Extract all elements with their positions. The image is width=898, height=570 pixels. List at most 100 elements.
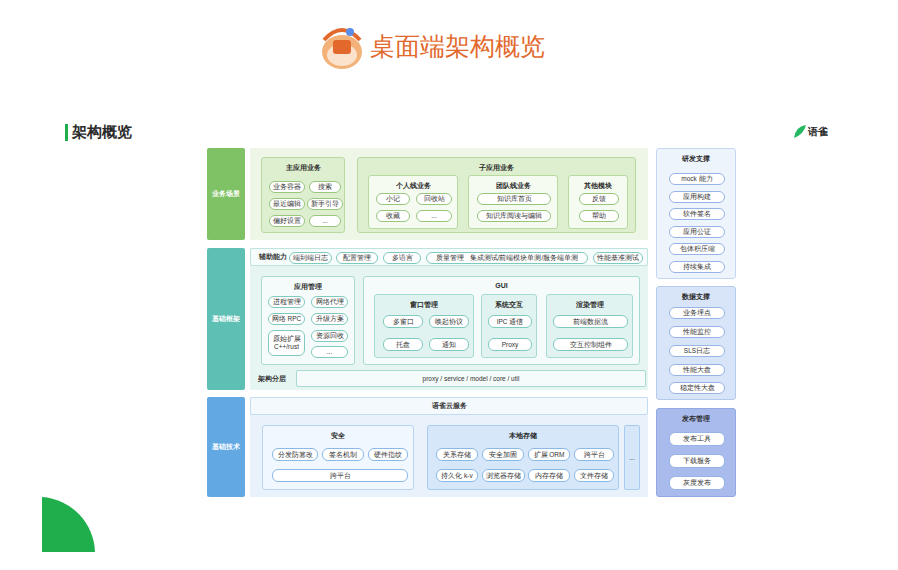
node-text: ... bbox=[322, 217, 327, 225]
node-text: 业务场景 bbox=[212, 189, 240, 199]
panel-heading: 主应用业务 bbox=[262, 163, 344, 173]
item-chip: 稳定性大盘 bbox=[669, 382, 725, 394]
node-text: 回收站 bbox=[424, 195, 445, 203]
item-chip: 升级方案 bbox=[311, 313, 348, 325]
node-text: 浏览器存储 bbox=[486, 472, 521, 480]
node-text: 发布工具 bbox=[683, 435, 711, 443]
node-text: 硬件指纹 bbox=[374, 451, 402, 459]
panel-heading: 个人线业务 bbox=[369, 181, 457, 191]
item-chip: 分发防篡改 bbox=[272, 448, 318, 461]
panel-heading: 其他模块 bbox=[569, 181, 627, 191]
item-chip: 浏览器存储 bbox=[482, 469, 525, 482]
module-panel: 本地存储关系存储安全加固扩展 ORM跨平台持久化 k-v浏览器存储内存存储文件存… bbox=[427, 425, 619, 490]
node-text: 包体积压缩 bbox=[680, 245, 715, 253]
node-text: 业务埋点 bbox=[683, 309, 711, 317]
item-chip: ... bbox=[311, 346, 348, 358]
node-text: Proxy bbox=[502, 341, 519, 349]
item-chip: 通知 bbox=[429, 338, 469, 351]
item-chip: 反馈 bbox=[579, 193, 619, 205]
layer-band: 基础技术 bbox=[207, 397, 245, 497]
node-text: 最近编辑 bbox=[273, 200, 301, 208]
node-text: 反馈 bbox=[592, 195, 606, 203]
node-text: IPC 通信 bbox=[497, 318, 524, 326]
node-text: ... bbox=[431, 212, 436, 220]
node-text: 关系存储 bbox=[443, 451, 471, 459]
item-chip: 灰度发布 bbox=[669, 476, 725, 490]
node-text: 唤起协议 bbox=[435, 318, 463, 326]
node-text: 知识库首页 bbox=[497, 195, 532, 203]
node-text: 多窗口 bbox=[393, 318, 414, 326]
module-panel: 发布管理发布工具下载服务灰度发布 bbox=[656, 408, 736, 497]
node-text: 网络 RPC bbox=[272, 315, 302, 323]
node-text: 知识库阅读与编辑 bbox=[486, 212, 542, 220]
bar-box: 架构分层 proxy / service / model / core / uti… bbox=[258, 370, 646, 387]
item-chip: 托盘 bbox=[383, 338, 423, 351]
node-text: 质量管理 bbox=[436, 254, 464, 262]
corner-decoration bbox=[42, 497, 95, 552]
node-text: 文件存储 bbox=[580, 472, 608, 480]
item-chip: ... bbox=[309, 215, 341, 227]
item-chip: 收藏 bbox=[376, 210, 410, 222]
node-text: 安全加固 bbox=[489, 451, 517, 459]
module-panel: 安全分发防篡改签名机制硬件指纹跨平台 bbox=[262, 425, 414, 490]
node-text: 进程管理 bbox=[273, 298, 301, 306]
item-chip: 多语言 bbox=[383, 252, 421, 264]
item-chip: ... bbox=[416, 210, 452, 222]
item-chip: 网络 RPC bbox=[268, 313, 306, 325]
node-text: 收藏 bbox=[386, 212, 400, 220]
item-chip: 安全加固 bbox=[482, 448, 524, 461]
item-chip: 唤起协议 bbox=[429, 315, 469, 328]
panel-heading: 团队线业务 bbox=[469, 181, 557, 191]
node-text: SLS日志 bbox=[684, 347, 710, 355]
module-panel: 个人线业务小记 回收站收藏... bbox=[368, 175, 458, 229]
node-text: 原始扩展 C++/rust bbox=[269, 335, 304, 351]
item-chip: 小记 bbox=[376, 193, 410, 205]
item-chip: 网络代理 bbox=[311, 296, 348, 308]
layer-band: 业务场景 bbox=[207, 148, 245, 240]
node-text: 端到端日志 bbox=[293, 254, 328, 262]
layer-label: 架构分层 bbox=[258, 374, 296, 384]
item-chip: 性能大盘 bbox=[669, 364, 725, 376]
module-panel: 渲染管理前端数据流交互控制组件 bbox=[546, 294, 633, 358]
module-panel: 子应用业务个人线业务小记回收站收藏...团队线业务知识库首页知识库阅读与编辑其他… bbox=[357, 157, 636, 233]
node-text: 持久化 k-v bbox=[441, 472, 472, 480]
node-text: 集成测试/前端模块单测/服务端单测 bbox=[470, 254, 579, 262]
node-text: 帮助 bbox=[592, 212, 606, 220]
node-text: 应用构建 bbox=[683, 193, 711, 201]
panel-heading: 渲染管理 bbox=[547, 300, 632, 310]
node-text: 扩展 ORM bbox=[534, 451, 565, 459]
item-chip: 资源回收 bbox=[311, 330, 348, 342]
panel-heading: 数据支撑 bbox=[657, 292, 735, 302]
label-box: 语雀 bbox=[808, 125, 828, 139]
layer-text: proxy / service / model / core / util bbox=[423, 375, 520, 382]
module-panel: 应用管理进程管理网络代理网络 RPC升级方案原始扩展 C++/rust资源回收.… bbox=[261, 276, 355, 365]
item-chip: SLS日志 bbox=[669, 345, 725, 357]
item-chip: 硬件指纹 bbox=[368, 448, 408, 461]
logo-mark bbox=[794, 125, 806, 138]
item-chip: 进程管理 bbox=[268, 296, 305, 308]
node-text: 升级方案 bbox=[316, 315, 344, 323]
node-text: 内存存储 bbox=[535, 472, 563, 480]
item-chip: 偏好设置 bbox=[269, 215, 305, 227]
item-chip: 跨平台 bbox=[272, 469, 408, 482]
item-chip: 文件存储 bbox=[574, 469, 614, 482]
node-text: 持续集成 bbox=[683, 263, 711, 271]
item-chip: 跨平台 bbox=[574, 448, 614, 461]
logo-text: 语雀 bbox=[808, 125, 828, 139]
title-box: 桌面端架构概览 bbox=[370, 28, 545, 64]
panel-heading: 系统交互 bbox=[482, 300, 536, 310]
module-panel: 其他模块反馈帮助 bbox=[568, 175, 628, 229]
item-chip: 下载服务 bbox=[669, 454, 725, 468]
node-text: 配置管理 bbox=[343, 254, 371, 262]
item-chip: 搜索 bbox=[309, 181, 341, 193]
node-text: 稳定性大盘 bbox=[680, 384, 715, 392]
item-chip: 帮助 bbox=[579, 210, 619, 222]
item-chip: 签名机制 bbox=[322, 448, 364, 461]
module-panel: 窗口管理多窗口唤起协议托盘通知 bbox=[374, 294, 474, 358]
item-chip: 最近编辑 bbox=[269, 198, 305, 210]
item-chip: 知识库阅读与编辑 bbox=[477, 210, 551, 222]
module-panel: 系统交互 IPC 通信 Proxy bbox=[481, 294, 537, 358]
item-chip: 性能监控 bbox=[669, 326, 725, 338]
module-panel: 数据支撑业务埋点性能监控 SLS日志性能大盘稳定性大盘 bbox=[656, 286, 736, 400]
node-text: ... bbox=[327, 348, 332, 356]
